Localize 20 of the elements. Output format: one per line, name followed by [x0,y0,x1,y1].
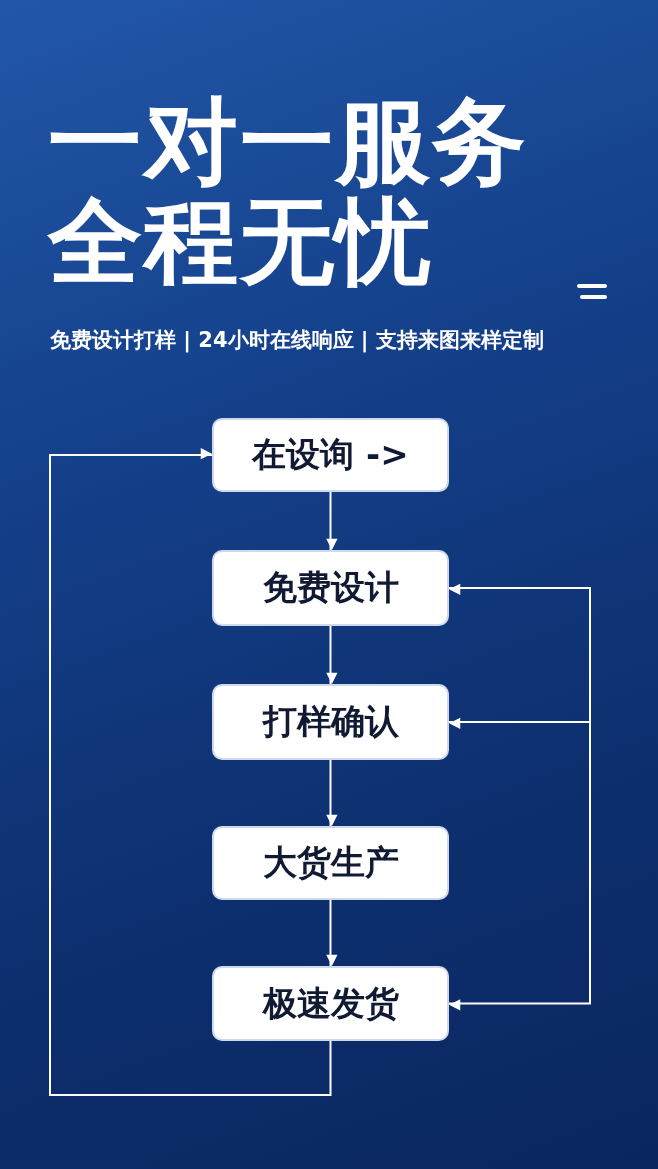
arrow [326,625,338,685]
step-label: 极速发货 [262,981,399,1025]
process-box [212,418,449,492]
step-label: 免费设计 [262,566,399,609]
arrow [326,491,338,551]
arrow [326,899,338,967]
step-label: 打样确认 [262,700,399,743]
process-box [212,826,449,900]
arrow [326,759,338,827]
subtitle: 免费设计打样 | 24小时在线响应 | 支持来图来样定制 [50,327,544,354]
arrow [448,721,591,1011]
process-box [212,966,449,1041]
arrow [448,583,591,723]
arrow [49,448,332,1096]
arrow [448,717,591,729]
heading: 一对一服务全程无忧 [48,92,529,292]
process-box [212,684,449,760]
step-label: 在设询 -> [252,433,409,476]
process-box [212,550,449,626]
step-label: 大货生产 [262,841,399,884]
